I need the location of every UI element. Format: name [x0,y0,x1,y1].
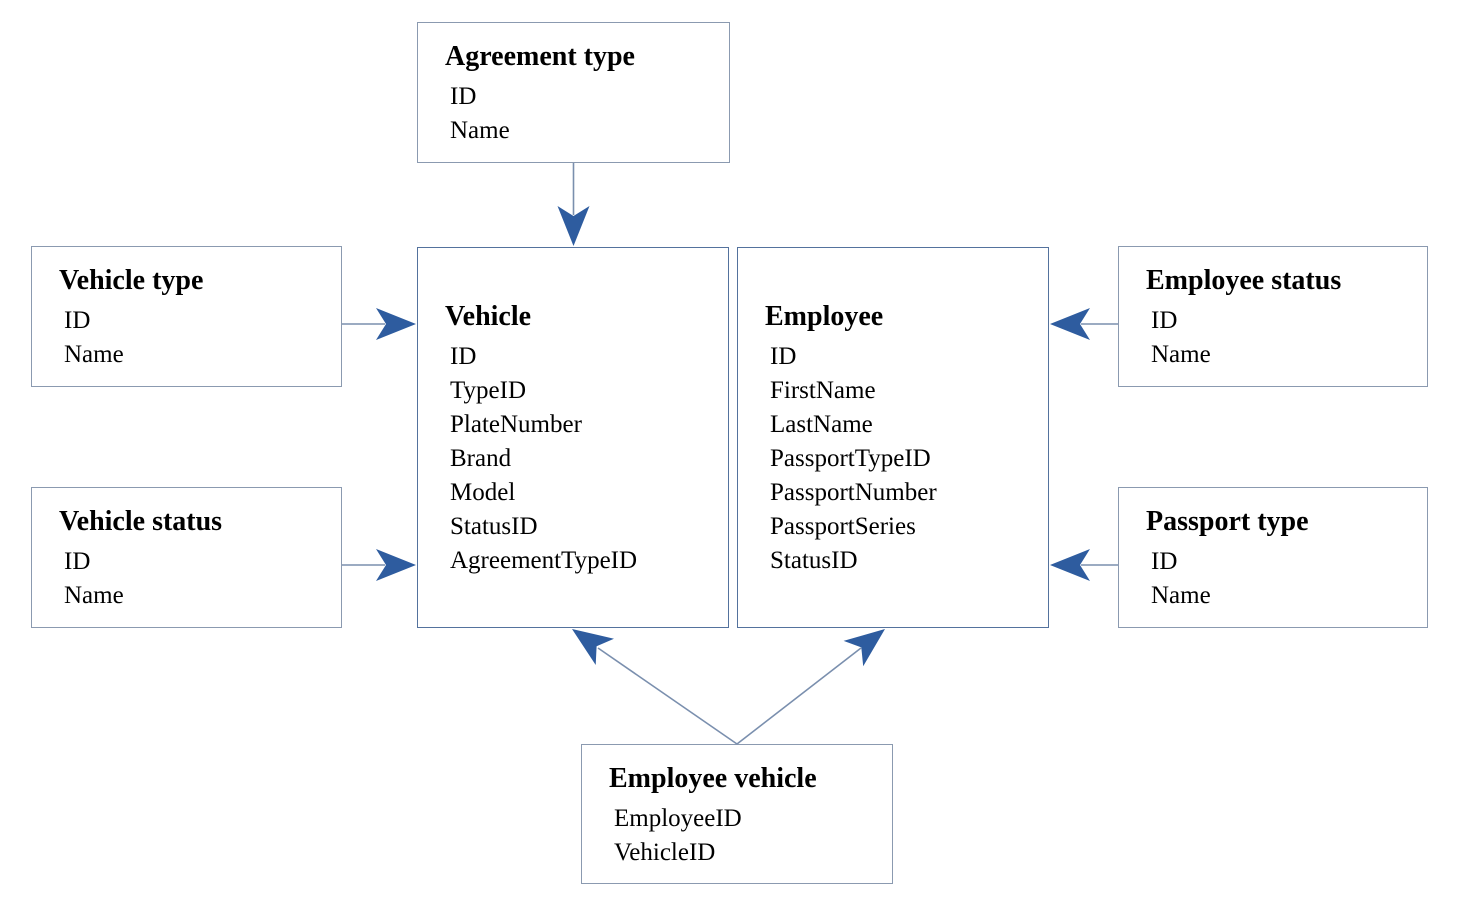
arrow-vehicle-type-to-vehicle [342,308,416,340]
entity-employee-status: Employee status ID Name [1118,246,1428,387]
entity-vehicle-type-attribute: ID [64,307,91,334]
entity-passport-type-attribute: ID [1151,548,1178,575]
entity-vehicle-attribute: StatusID [450,513,538,540]
entity-vehicle-attribute: AgreementTypeID [450,547,638,574]
entity-agreement-type-attribute: Name [450,117,510,144]
entity-vehicle-status: Vehicle status ID Name [31,487,342,628]
entity-passport-type: Passport type ID Name [1118,487,1428,628]
entity-vehicle-status-title: Vehicle status [59,506,223,537]
entity-passport-type-title: Passport type [1146,506,1309,537]
entity-employee-attribute: PassportTypeID [770,445,931,472]
arrowhead-down-icon [557,206,590,246]
entity-employee-vehicle: Employee vehicle EmployeeID VehicleID [581,744,893,884]
entity-employee-attribute: StatusID [770,547,858,574]
entity-vehicle-attribute: Model [450,479,516,506]
arrow-employee-vehicle-to-vehicle [572,629,738,745]
entity-vehicle-type-title: Vehicle type [59,265,204,296]
arrowhead-right-icon [376,549,416,581]
entity-employee-attribute: LastName [770,411,873,438]
entity-vehicle-attribute: ID [450,343,477,370]
entity-employee-attribute: ID [770,343,797,370]
entity-agreement-type-title: Agreement type [445,41,635,72]
entity-employee: Employee ID FirstName LastName PassportT… [737,247,1049,628]
entity-employee-vehicle-title: Employee vehicle [609,762,817,794]
entity-employee-status-title: Employee status [1146,265,1342,296]
entity-agreement-type: Agreement type ID Name [417,22,730,163]
entity-vehicle-attribute: TypeID [450,377,527,404]
entity-employee-vehicle-attribute: VehicleID [614,838,716,866]
entity-employee-attribute: PassportSeries [770,513,916,540]
entity-employee-vehicle-attribute: EmployeeID [614,804,742,832]
arrow-vehicle-status-to-vehicle [342,549,416,581]
arrowhead-left-icon [1050,308,1090,340]
arrowhead-up-left-icon [572,629,614,665]
entity-vehicle-status-attribute: Name [64,582,124,609]
entity-employee-attribute: PassportNumber [770,479,937,506]
entity-vehicle-type-attribute: Name [64,341,124,368]
entity-agreement-type-attribute: ID [450,83,477,110]
entity-vehicle: Vehicle ID TypeID PlateNumber Brand Mode… [417,247,729,628]
entity-employee-status-attribute: ID [1151,307,1178,334]
entity-employee-status-attribute: Name [1151,341,1211,368]
arrow-passport-type-to-employee [1050,549,1118,581]
arrow-employee-status-to-employee [1050,308,1118,340]
arrowhead-right-icon [376,308,416,340]
arrow-agreement-type-to-vehicle [557,163,590,246]
arrowhead-left-icon [1050,549,1090,581]
entity-passport-type-attribute: Name [1151,582,1211,609]
entity-vehicle-attribute: Brand [450,445,512,472]
entity-vehicle-title: Vehicle [445,301,532,332]
entity-employee-attribute: FirstName [770,377,876,404]
connector-line [736,647,862,745]
entity-vehicle-type: Vehicle type ID Name [31,246,342,387]
entity-vehicle-attribute: PlateNumber [450,411,582,438]
arrow-employee-vehicle-to-employee [736,629,885,745]
connector-line [597,647,738,745]
entity-employee-title: Employee [765,301,884,332]
entity-vehicle-status-attribute: ID [64,548,91,575]
arrowhead-up-right-icon [843,629,885,667]
